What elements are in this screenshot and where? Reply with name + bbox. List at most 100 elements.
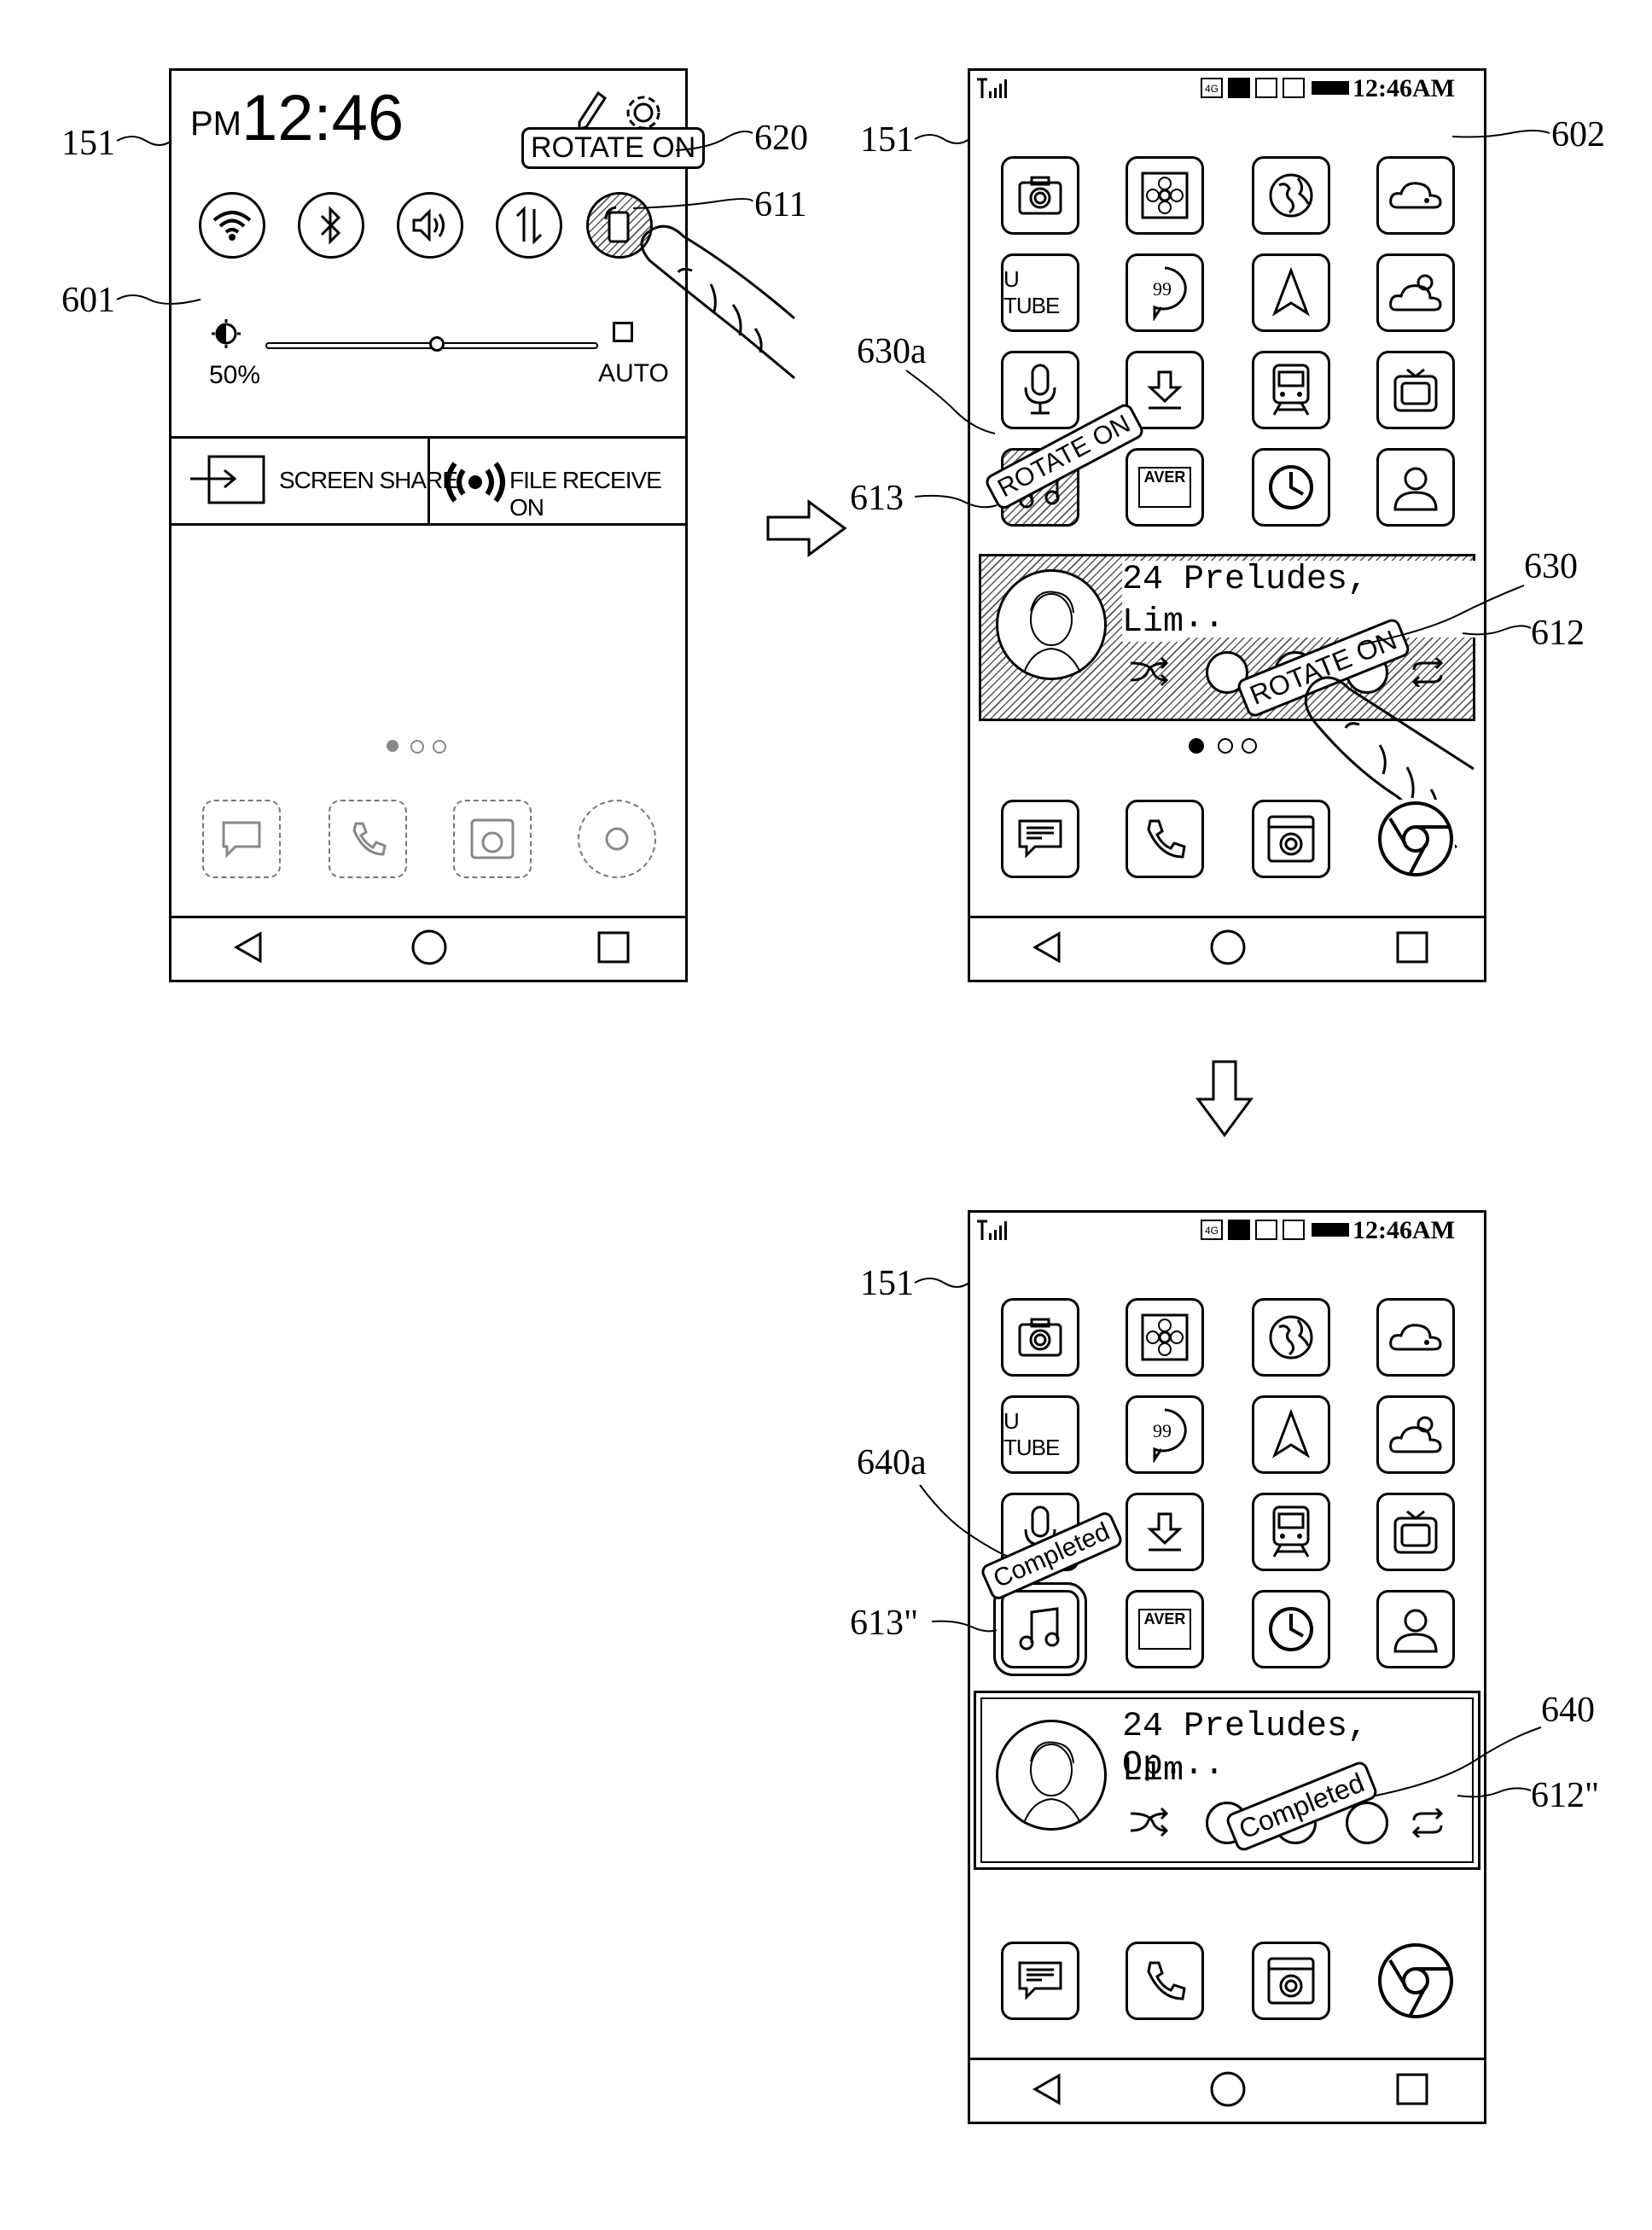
dock-messages[interactable] bbox=[1001, 1942, 1079, 2020]
screen-1-phone: PM 12:46 ROTATE ON bbox=[169, 68, 688, 982]
app-weather[interactable] bbox=[1376, 253, 1455, 332]
phone-icon bbox=[1143, 1959, 1186, 2002]
status-bar: 4G 12:46AM bbox=[970, 1213, 1484, 1249]
app-hangouts[interactable]: 99 bbox=[1126, 1395, 1204, 1474]
app-tv[interactable] bbox=[1376, 351, 1455, 429]
app-contacts[interactable] bbox=[1376, 448, 1455, 527]
page-dot-active bbox=[387, 740, 398, 752]
utube-label: U TUBE bbox=[1003, 1408, 1077, 1461]
back-icon[interactable] bbox=[1028, 2070, 1066, 2108]
page-dot bbox=[433, 740, 446, 754]
app-navigation[interactable] bbox=[1252, 253, 1330, 332]
home-icon[interactable] bbox=[1209, 2070, 1247, 2108]
app-navigation[interactable] bbox=[1252, 1395, 1330, 1474]
sound-toggle[interactable] bbox=[397, 192, 463, 259]
nav-bar bbox=[970, 916, 1484, 980]
leader-620 bbox=[674, 123, 754, 157]
page-dot-active bbox=[1189, 738, 1204, 754]
app-tv[interactable] bbox=[1376, 1493, 1455, 1571]
back-icon[interactable] bbox=[230, 929, 267, 966]
messages-icon bbox=[1016, 1959, 1064, 2002]
svg-text:99: 99 bbox=[1153, 1420, 1172, 1441]
navigation-arrow-icon bbox=[1270, 267, 1312, 318]
home-icon[interactable] bbox=[410, 929, 448, 966]
repeat-icon[interactable] bbox=[1409, 1808, 1446, 1837]
wifi-toggle[interactable] bbox=[199, 192, 265, 259]
album-art-avatar bbox=[996, 569, 1107, 680]
app-camera[interactable] bbox=[1001, 1298, 1079, 1377]
app-contacts[interactable] bbox=[1376, 1590, 1455, 1668]
leader-611 bbox=[631, 189, 754, 215]
app-gallery[interactable] bbox=[1126, 156, 1204, 235]
back-icon[interactable] bbox=[1028, 929, 1066, 966]
leader-601 bbox=[115, 287, 209, 312]
dock-camera[interactable] bbox=[1252, 800, 1330, 878]
app-utube[interactable]: U TUBE bbox=[1001, 253, 1079, 332]
dimmed-browser-icon bbox=[578, 800, 656, 878]
app-downloads[interactable] bbox=[1126, 351, 1204, 429]
ref-label-151: 151 bbox=[860, 119, 914, 160]
brightness-slider-thumb[interactable] bbox=[429, 336, 445, 352]
app-voice-recorder[interactable] bbox=[1001, 351, 1079, 429]
leader-613 bbox=[913, 485, 998, 519]
app-train[interactable] bbox=[1252, 1493, 1330, 1571]
ref-label-612pp: 612" bbox=[1531, 1775, 1599, 1816]
messages-icon bbox=[220, 819, 263, 859]
app-hangouts[interactable]: 99 bbox=[1126, 253, 1204, 332]
rotate-status-icon bbox=[1283, 1220, 1305, 1240]
app-cloud[interactable] bbox=[1376, 1298, 1455, 1377]
portrait-icon bbox=[998, 1722, 1104, 1828]
dock-browser[interactable] bbox=[1376, 1942, 1455, 2020]
next-button[interactable] bbox=[1346, 1802, 1388, 1844]
leader-630a bbox=[905, 369, 998, 437]
dock-phone[interactable] bbox=[1126, 800, 1204, 878]
dock-phone[interactable] bbox=[1126, 1942, 1204, 2020]
app-train[interactable] bbox=[1252, 351, 1330, 429]
bluetooth-status-icon bbox=[1255, 78, 1277, 98]
page-indicator bbox=[1189, 737, 1283, 755]
recents-icon[interactable] bbox=[595, 929, 632, 966]
app-aver[interactable]: AVER bbox=[1126, 448, 1204, 527]
leader-612pp bbox=[1456, 1780, 1533, 1806]
bluetooth-toggle[interactable] bbox=[298, 192, 364, 259]
chat-quote-icon: 99 bbox=[1139, 265, 1190, 321]
leader-613pp bbox=[930, 1611, 998, 1637]
file-receive-button[interactable]: FILE RECEIVE ON bbox=[509, 467, 685, 521]
person-icon bbox=[1390, 462, 1441, 513]
dock-browser[interactable] bbox=[1376, 800, 1455, 878]
edit-icon[interactable] bbox=[574, 90, 608, 132]
chrome-icon bbox=[1376, 1942, 1455, 2020]
flower-icon bbox=[1139, 170, 1190, 221]
app-downloads[interactable] bbox=[1126, 1493, 1204, 1571]
lte-icon: 4G bbox=[1201, 1220, 1223, 1240]
app-music-completed[interactable] bbox=[1001, 1590, 1079, 1668]
auto-checkbox[interactable] bbox=[613, 322, 633, 342]
app-globe[interactable] bbox=[1252, 1298, 1330, 1377]
app-gallery[interactable] bbox=[1126, 1298, 1204, 1377]
phone-icon bbox=[349, 820, 387, 858]
nav-bar bbox=[172, 916, 685, 980]
app-camera[interactable] bbox=[1001, 156, 1079, 235]
app-cloud[interactable] bbox=[1376, 156, 1455, 235]
shuffle-icon[interactable] bbox=[1127, 1805, 1172, 1839]
app-utube[interactable]: U TUBE bbox=[1001, 1395, 1079, 1474]
globe-icon bbox=[1265, 170, 1317, 221]
recents-icon[interactable] bbox=[1393, 2070, 1431, 2108]
finger-icon bbox=[615, 207, 820, 446]
app-globe[interactable] bbox=[1252, 156, 1330, 235]
wifi-icon bbox=[211, 208, 253, 242]
shuffle-icon[interactable] bbox=[1127, 655, 1172, 689]
train-icon bbox=[1267, 1504, 1315, 1560]
screen-share-button[interactable]: SCREEN SHARE bbox=[279, 467, 457, 494]
app-clock[interactable] bbox=[1252, 448, 1330, 527]
camera-icon bbox=[1016, 174, 1064, 217]
recents-icon[interactable] bbox=[1393, 929, 1431, 966]
brightness-icon bbox=[211, 318, 241, 349]
dock-camera[interactable] bbox=[1252, 1942, 1330, 2020]
home-icon[interactable] bbox=[1209, 929, 1247, 966]
dock-messages[interactable] bbox=[1001, 800, 1079, 878]
data-toggle[interactable] bbox=[496, 192, 562, 259]
app-aver[interactable]: AVER bbox=[1126, 1590, 1204, 1668]
app-weather[interactable] bbox=[1376, 1395, 1455, 1474]
app-clock[interactable] bbox=[1252, 1590, 1330, 1668]
